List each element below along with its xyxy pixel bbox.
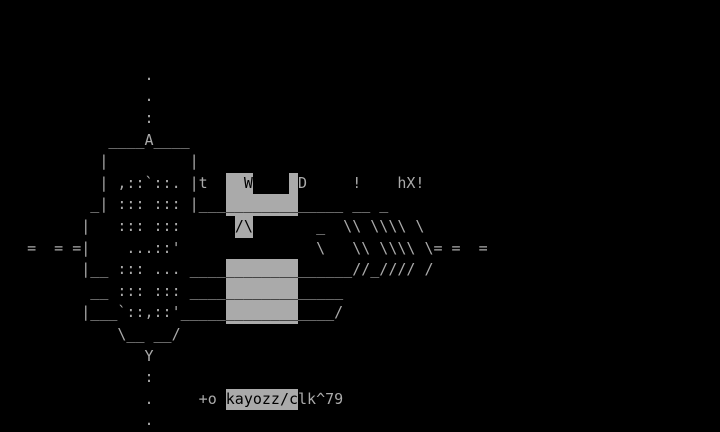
map-text: _ \\ \\\\ \ (252, 217, 425, 235)
map-text: __ ::: ::: ____ (0, 281, 226, 300)
highlighted-text: kayozz/c (225, 388, 299, 411)
terminal-row: |__ ::: ... __________________//_//// / (0, 259, 434, 281)
map-text: ____A____ (0, 130, 190, 149)
map-text: |__ ::: ... ____ (0, 260, 226, 279)
map-text: D ! hX! (298, 173, 425, 192)
map-text: ______//_//// / (298, 260, 434, 279)
map-text: | ,::`::. |t (0, 173, 226, 192)
map-text: _____ __ _ (298, 195, 389, 214)
terminal-row: = = =| ...::' \ \\ \\\\ \= = = (0, 238, 488, 260)
map-text: . (0, 65, 154, 84)
highlighted-text (289, 172, 299, 195)
map-text: | ::: ::: (0, 217, 235, 235)
map-text: | | (0, 152, 199, 171)
highlighted-text: ________ (225, 259, 299, 281)
terminal-row: | | (0, 151, 199, 173)
map-text: . (0, 411, 154, 430)
map-text: _| ::: ::: |___ (0, 195, 226, 214)
terminal-row: ____A____ (0, 130, 190, 152)
highlighted-text: W (225, 172, 253, 195)
terminal-row: : (0, 108, 154, 130)
terminal-row: . (0, 86, 154, 108)
map-text: . +o (0, 389, 226, 408)
terminal-row: . (0, 65, 154, 87)
map-text: = = =| ...::' \ \\ \\\\ \= = = (0, 238, 488, 257)
terminal-row: . (0, 410, 154, 432)
map-text: : (0, 109, 154, 127)
terminal-row: Y (0, 346, 154, 368)
map-text: _____ (298, 281, 344, 300)
map-text: : (0, 368, 154, 387)
terminal-row: __ ::: ::: _________________ (0, 280, 344, 303)
terminal-row: \__ __/ (0, 324, 181, 346)
terminal-row: | ::: ::: /\ _ \\ \\\\ \ (0, 216, 424, 238)
terminal-row: | ,::`::. |t W D ! hX! (0, 172, 425, 195)
terminal-row: . +o kayozz/clk^79 (0, 388, 344, 411)
highlighted-text: /\ (234, 216, 253, 238)
map-text: \__ __/ (0, 325, 181, 343)
terminal-row: |___`::,::'_________________/ (0, 302, 343, 324)
terminal-row: : (0, 367, 154, 389)
map-text: lk^79 (298, 389, 344, 408)
map-text: Y (0, 346, 154, 365)
highlighted-text: ________ (225, 302, 299, 324)
map-text: |___`::,::'_____ (0, 303, 226, 322)
map-text (253, 173, 289, 195)
highlighted-text: ________ (225, 194, 299, 216)
map-text: ____/ (298, 303, 344, 322)
map-text: . (0, 87, 154, 106)
terminal-row: _| ::: ::: |________________ __ _ (0, 194, 388, 216)
highlighted-text: ________ (225, 280, 299, 303)
